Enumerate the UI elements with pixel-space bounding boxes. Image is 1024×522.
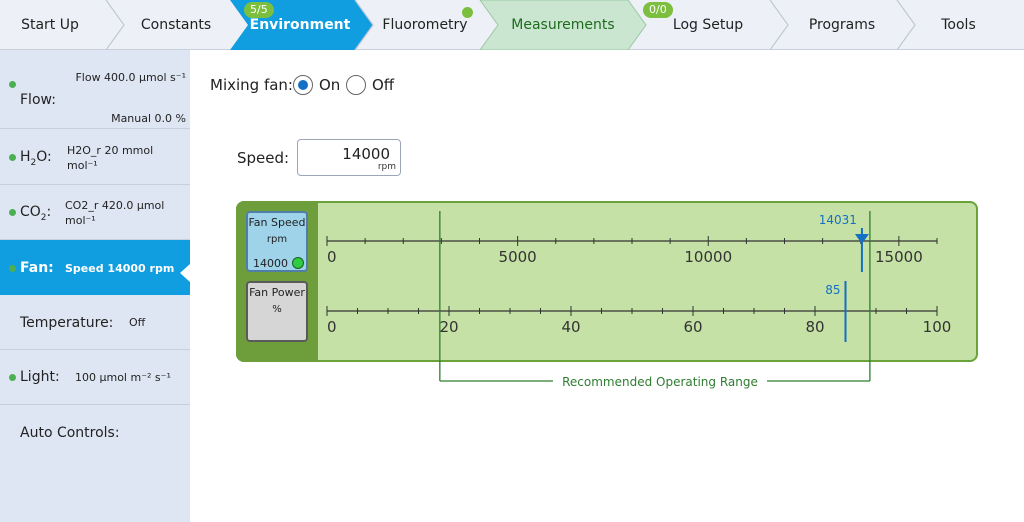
fan-speed-unit: rpm [266, 234, 288, 245]
sidebar: Flow: Flow 400.0 µmol s⁻¹ Manual 0.0 % H… [0, 50, 190, 522]
environment-badge: 5/5 [244, 2, 274, 18]
sidebar-item-label: Auto Controls: [20, 425, 120, 441]
range-label: Recommended Operating Range [562, 375, 758, 389]
tab-tools[interactable]: Tools [941, 17, 976, 33]
h2o-status-dot [9, 154, 16, 161]
fan-speed-gauge-button[interactable]: Fan Speed rpm 14000 [246, 211, 308, 272]
sidebar-item-label: H2O: [20, 149, 52, 168]
sidebar-item-value: Off [129, 316, 146, 329]
sidebar-item-temperature[interactable]: Temperature: Off [0, 295, 190, 350]
flow-status-dot [9, 81, 16, 88]
sidebar-item-fan[interactable]: Fan: Speed 14000 rpm [0, 240, 190, 295]
sidebar-item-label: Light: [20, 369, 60, 385]
sidebar-item-light[interactable]: Light: 100 µmol m⁻² s⁻¹ [0, 350, 190, 405]
sidebar-item-value: 100 µmol m⁻² s⁻¹ [75, 371, 171, 384]
sidebar-item-value: H2O_r 20 mmol mol⁻¹ [67, 144, 154, 172]
tab-log-setup[interactable]: Log Setup [672, 17, 744, 33]
fan-power-current-label: 85 [825, 283, 840, 297]
fan-speed-tick-label: 10000 [684, 248, 732, 266]
fan-status-dot [9, 265, 16, 272]
mixing-fan-on-label[interactable]: On [319, 76, 341, 94]
fan-speed-current-label: 14031 [819, 213, 857, 227]
speed-input-unit: rpm [377, 162, 396, 172]
tab-fluorometry[interactable]: Fluorometry [382, 17, 468, 33]
mixing-fan-off-radio[interactable] [346, 75, 366, 95]
fan-speed-tick-label: 15000 [875, 248, 923, 266]
log-setup-badge: 0/0 [643, 2, 673, 18]
fan-power-unit: % [272, 304, 282, 315]
fluorometry-status-dot [462, 7, 473, 18]
sidebar-item-flow[interactable]: Flow: Flow 400.0 µmol s⁻¹ Manual 0.0 % [0, 50, 190, 129]
sidebar-item-value: Flow 400.0 µmol s⁻¹ [75, 71, 186, 84]
mixing-fan-off-label[interactable]: Off [372, 76, 395, 94]
sidebar-item-auto-controls[interactable]: Auto Controls: [0, 405, 190, 460]
fan-speed-tick-label: 0 [327, 248, 337, 266]
light-status-dot [9, 374, 16, 381]
selected-pointer-icon [180, 264, 190, 282]
fan-speed-value: 14000 [253, 257, 288, 270]
mixing-fan-label: Mixing fan: [210, 76, 293, 94]
fan-power-tick-label: 20 [439, 318, 458, 336]
sidebar-item-label: Fan: [20, 260, 54, 276]
tab-start-up[interactable]: Start Up [21, 17, 79, 33]
fan-power-title: Fan Power [249, 286, 305, 299]
fan-power-tick-label: 80 [805, 318, 824, 336]
fan-speed-tick-label: 5000 [499, 248, 537, 266]
fan-power-tick-label: 40 [561, 318, 580, 336]
speed-input[interactable]: 14000 rpm [297, 139, 401, 176]
sidebar-item-value: CO2_r 420.0 µmol mol⁻¹ [65, 199, 165, 227]
fan-power-tick-label: 0 [327, 318, 337, 336]
sidebar-item-h2o[interactable]: H2O: H2O_r 20 mmol mol⁻¹ [0, 129, 190, 185]
sidebar-item-label: CO2: [20, 204, 52, 223]
fan-speed-title: Fan Speed [248, 216, 306, 229]
fan-power-gauge-button[interactable]: Fan Power % [246, 281, 308, 342]
tab-constants[interactable]: Constants [140, 17, 212, 33]
mixing-fan-on-radio[interactable] [293, 75, 313, 95]
tab-bar-shapes [0, 0, 1024, 50]
co2-status-dot [9, 209, 16, 216]
speed-label: Speed: [237, 149, 290, 167]
tab-environment[interactable]: Environment [249, 17, 351, 33]
sidebar-item-co2[interactable]: CO2: CO2_r 420.0 µmol mol⁻¹ [0, 185, 190, 240]
sidebar-item-label: Flow: [20, 92, 56, 108]
tab-programs[interactable]: Programs [808, 17, 876, 33]
sidebar-item-value: Speed 14000 rpm [65, 262, 175, 275]
sidebar-item-label: Temperature: [20, 315, 114, 331]
fan-power-tick-label: 100 [923, 318, 952, 336]
tab-measurements[interactable]: Measurements [511, 17, 615, 33]
sidebar-item-value-secondary: Manual 0.0 % [111, 112, 186, 125]
top-tab-bar: Start Up Constants Environment 5/5 Fluor… [0, 0, 1024, 50]
fan-power-tick-label: 60 [683, 318, 702, 336]
gauge-panel [236, 201, 978, 362]
fan-speed-marker-icon [854, 234, 869, 244]
speed-input-value: 14000 [342, 145, 390, 163]
status-led-icon [292, 257, 304, 269]
